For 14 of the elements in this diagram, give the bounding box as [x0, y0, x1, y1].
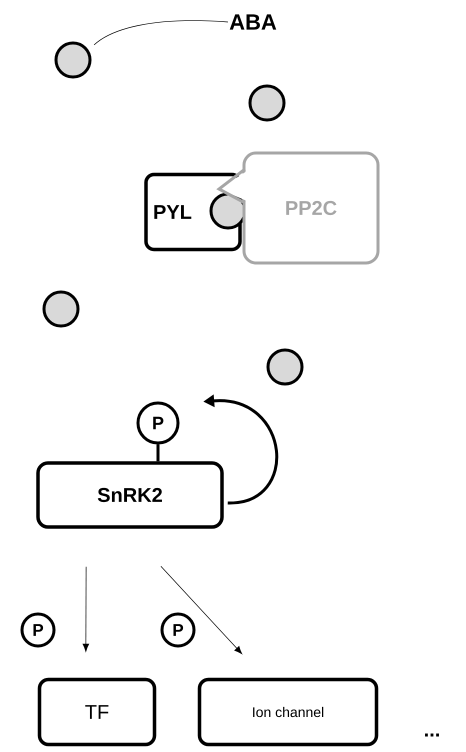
leader-line [94, 20, 228, 46]
protein-box: TF [38, 678, 156, 746]
arrow [82, 566, 90, 652]
molecule-circle [248, 84, 286, 122]
molecule-circle [54, 42, 92, 78]
channel-box: Ion channel [198, 678, 378, 746]
connector-line [156, 444, 160, 462]
protein-box: SnRK2 [36, 461, 224, 529]
ellipsis-text: ... [425, 734, 439, 736]
label-text: ABA [230, 14, 276, 30]
speech-bubble-box: PP2C [216, 152, 380, 264]
molecule-circle [42, 290, 80, 328]
arrow [160, 566, 242, 654]
molecule-circle [266, 348, 304, 386]
